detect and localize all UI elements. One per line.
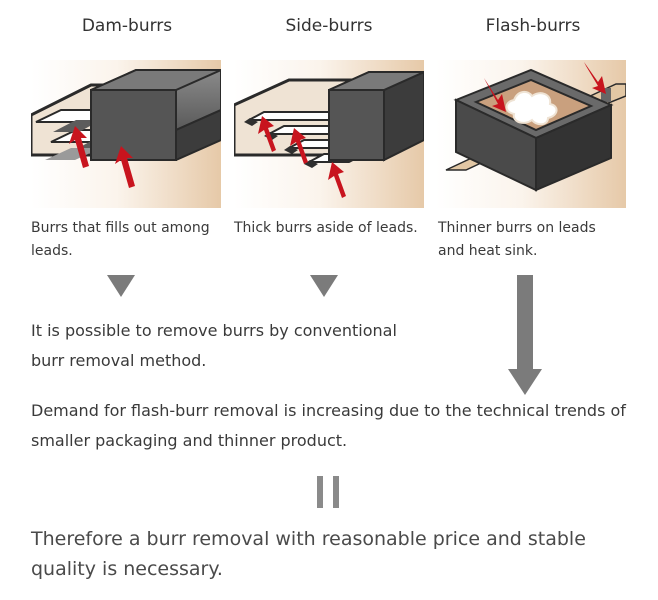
conclusion-text: Therefore a burr removal with reasonable… — [31, 524, 651, 584]
demand-text: Demand for flash-burr removal is increas… — [31, 396, 651, 456]
dam-burrs-title: Dam-burrs — [81, 16, 173, 36]
dam-burrs-caption: Burrs that fills out among leads. — [31, 217, 231, 263]
flash-burrs-caption-line2: and heat sink. — [438, 243, 538, 259]
demand-line1: Demand for flash-burr removal is increas… — [31, 401, 626, 420]
demand-line2: smaller packaging and thinner product. — [31, 431, 348, 450]
dam-burrs-caption-line2: leads. — [31, 243, 73, 259]
side-burrs-illustration — [234, 60, 424, 208]
equals-icon-bar-left — [317, 476, 323, 508]
down-triangle-icon — [107, 275, 135, 297]
flash-burrs-illustration — [436, 60, 626, 208]
long-down-arrow-icon — [508, 275, 542, 395]
dam-burrs-illustration — [31, 60, 221, 208]
flash-burrs-title: Flash-burrs — [485, 16, 581, 36]
side-burrs-caption-line1: Thick burrs aside of leads. — [234, 220, 418, 236]
side-burrs-title: Side-burrs — [285, 16, 373, 36]
conventional-line1: It is possible to remove burrs by conven… — [31, 321, 397, 340]
conclusion-line2: quality is necessary. — [31, 558, 223, 580]
flash-burrs-caption: Thinner burrs on leads and heat sink. — [438, 217, 638, 263]
dam-burrs-caption-line1: Burrs that fills out among — [31, 220, 210, 236]
conclusion-line1: Therefore a burr removal with reasonable… — [31, 528, 586, 550]
flash-burrs-caption-line1: Thinner burrs on leads — [438, 220, 596, 236]
down-triangle-icon — [310, 275, 338, 297]
conventional-removal-text: It is possible to remove burrs by conven… — [31, 316, 501, 376]
side-burrs-caption: Thick burrs aside of leads. — [234, 217, 434, 240]
conventional-line2: burr removal method. — [31, 351, 207, 370]
equals-icon-bar-right — [333, 476, 339, 508]
